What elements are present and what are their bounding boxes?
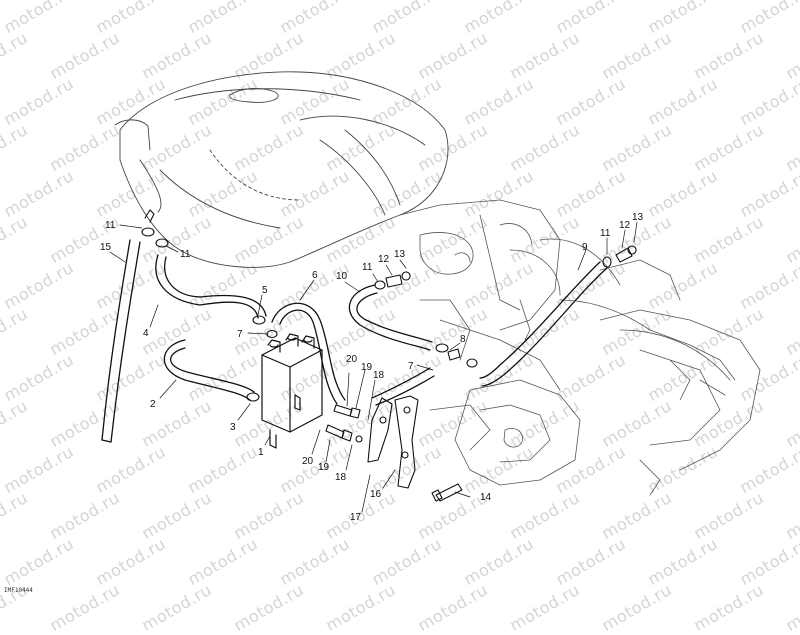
callout-12b: 12 xyxy=(619,220,631,231)
hose-6 xyxy=(271,302,346,405)
callout-19a: 19 xyxy=(361,362,373,373)
reference-code: IMF10444 xyxy=(4,587,33,594)
callout-1: 1 xyxy=(258,447,264,458)
callout-16: 16 xyxy=(370,489,382,500)
bolt-14 xyxy=(431,483,463,502)
hose-2 xyxy=(163,339,255,401)
callout-11a: 11 xyxy=(105,220,116,231)
callout-12a: 12 xyxy=(378,254,390,265)
hose-4 xyxy=(155,254,267,319)
mounting-bracket xyxy=(367,395,419,489)
callout-8: 8 xyxy=(460,334,466,345)
callout-20b: 20 xyxy=(302,456,314,467)
callout-4: 4 xyxy=(143,328,149,339)
callout-6: 6 xyxy=(312,270,318,281)
fuel-tank-outline xyxy=(114,71,449,268)
leader-lines xyxy=(109,221,638,513)
callout-3: 3 xyxy=(230,422,236,433)
callout-18a: 18 xyxy=(373,370,385,381)
callout-13a: 13 xyxy=(394,249,406,260)
evap-system-exploded-diagram: 1 2 3 4 5 6 7 7 8 9 10 11 11 11 11 12 12… xyxy=(100,71,761,523)
callout-11d: 11 xyxy=(600,228,611,239)
callout-5: 5 xyxy=(262,285,268,296)
callout-7a: 7 xyxy=(237,329,243,340)
engine-outline xyxy=(399,199,761,496)
hose-10 xyxy=(348,284,433,351)
hose-clamps xyxy=(141,209,637,402)
callout-13b: 13 xyxy=(632,212,644,223)
callout-17: 17 xyxy=(350,512,362,523)
hose-7-lower xyxy=(371,367,435,406)
hose-15 xyxy=(101,239,141,443)
charcoal-canister xyxy=(261,333,323,449)
callout-18b: 18 xyxy=(335,472,347,483)
callout-19b: 19 xyxy=(318,462,330,473)
callout-14: 14 xyxy=(480,492,492,503)
hose-9 xyxy=(479,261,608,387)
callout-20a: 20 xyxy=(346,354,358,365)
callout-2: 2 xyxy=(150,399,156,410)
callout-11b: 11 xyxy=(180,249,191,260)
callout-15: 15 xyxy=(100,242,112,253)
callout-7b: 7 xyxy=(408,361,414,372)
bolts-19-20 xyxy=(325,404,363,443)
callout-11c: 11 xyxy=(362,262,373,273)
callout-labels: 1 2 3 4 5 6 7 7 8 9 10 11 11 11 11 12 12… xyxy=(100,212,644,523)
callout-10: 10 xyxy=(336,271,348,282)
callout-9: 9 xyxy=(582,242,588,253)
